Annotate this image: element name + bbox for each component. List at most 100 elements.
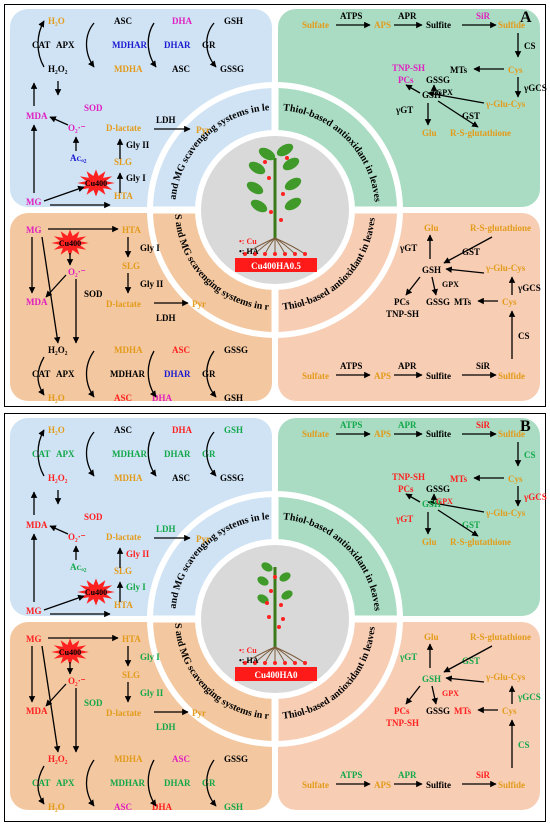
panel-a-root-ros-stress-burst bbox=[51, 229, 89, 257]
panel-b-root-dot bbox=[253, 661, 257, 665]
panel-a-cu-dot bbox=[285, 156, 289, 160]
panel-a-leaf-thiol-mts: MTs bbox=[450, 65, 468, 75]
panel-a-root-ros-asc-2: ASC bbox=[114, 393, 132, 403]
panel-b-root-thiol-rsg: R-S-glutathione bbox=[470, 632, 531, 642]
panel-b-root bbox=[274, 646, 306, 664]
panel-a-root-ros-cat: CAT bbox=[32, 369, 50, 379]
pathway-curved-arrow bbox=[37, 356, 45, 396]
panel-a-leaf-ros-slg: SLG bbox=[114, 157, 132, 167]
pathway-curved-arrow bbox=[37, 765, 45, 805]
panel-a-leaf-ros-dha: DHA bbox=[172, 16, 193, 26]
panel-a-leaf-ros-asc-2: ASC bbox=[172, 64, 190, 74]
panel-a-leaf-thiol-cys: Cys bbox=[508, 65, 523, 75]
panel-b-leaf-ros-mdha: MDHA bbox=[114, 473, 143, 483]
panel-b-leaf-ros-mdhar: MDHAR bbox=[112, 449, 147, 459]
panel-a-root-ros-asc: ASC bbox=[172, 345, 190, 355]
panel-b-leaf-ros-glyii: Gly II bbox=[126, 549, 150, 559]
panel-b-leaf-ros-stress-burst bbox=[77, 578, 115, 606]
panel-b-leaf-ros-dlactate: D-lactate bbox=[106, 532, 141, 542]
panel-a-leaf-thiol-sulfate: Sulfate bbox=[302, 20, 329, 30]
stress-label: Cu400 bbox=[59, 239, 81, 248]
panel-a-leaf-ros-sod: SOD bbox=[84, 103, 103, 113]
panel-b-root-ros-sod: SOD bbox=[84, 698, 103, 708]
panel-b-root-ros-dhar: DHAR bbox=[164, 778, 191, 788]
panel-b-plant-leaf bbox=[281, 590, 293, 600]
stress-label: Cu400 bbox=[85, 179, 107, 188]
panel-b-leaf-ros-mda: MDA bbox=[26, 520, 48, 530]
pathway-arrow bbox=[443, 236, 493, 264]
panel-b-root-ros-asc: ASC bbox=[172, 754, 190, 764]
panel-a-leaf-ros-gr: GR bbox=[202, 40, 216, 50]
panel-b-leaf-thiol-apr: APR bbox=[398, 420, 417, 430]
panel-a-leaf-thiol-gssg: GSSG bbox=[426, 75, 450, 85]
panel-b-leaf-ros-mg: MG bbox=[26, 606, 42, 616]
panel-b-root-dot bbox=[293, 661, 297, 665]
panel-b-leaf-thiol-gpx: GPX bbox=[436, 497, 453, 506]
panel-b-leaf-ros-pyr: Pyr bbox=[196, 534, 210, 544]
pathway-arrow bbox=[43, 594, 85, 611]
panel-b-cu-dot bbox=[281, 617, 285, 621]
pathway-curved-arrow bbox=[85, 759, 95, 807]
pathway-arrow bbox=[405, 276, 421, 296]
panel-a-root-thiol-cs: CS bbox=[518, 331, 530, 341]
panel-b-leaf-ros-apx: APX bbox=[56, 449, 75, 459]
pathway-arrow bbox=[41, 236, 61, 344]
panel-a-root-dot bbox=[303, 252, 307, 256]
panel-b-root-ros-mdha: MDHA bbox=[114, 754, 143, 764]
panel-a-leaf-ros-o2: O₂·⁻ bbox=[68, 123, 86, 133]
panel-a-leaf-ros-glyi: Gly I bbox=[126, 173, 146, 183]
panel-a-root-thiol-sulfide: Sulfide bbox=[498, 371, 525, 381]
panel-b-leaf-ros-h2o: H₂O bbox=[48, 425, 65, 435]
pathway-curved-arrow bbox=[206, 431, 217, 477]
panel-a-leaf-thiol-gpx: GPX bbox=[436, 88, 453, 97]
panel-b-leaf-ros-o2: O₂·⁻ bbox=[68, 532, 86, 542]
panel-a-root-ros-pyr: Pyr bbox=[192, 299, 206, 309]
panel-b-root-ros-gsh: GSH bbox=[224, 802, 243, 812]
pathway-curved-arrow bbox=[206, 22, 217, 68]
panel-b-leaf-thiol-pcs: PCs bbox=[398, 484, 414, 494]
panel-a-cu-dot bbox=[281, 192, 285, 196]
panel-a-plant-leaf bbox=[282, 157, 300, 171]
panel-a-leaf-ros-mdha: MDHA bbox=[114, 64, 143, 74]
panel-b-root-ros-ldh: LDH bbox=[156, 722, 176, 732]
panel-a-leaf-ros-aco2: Aᴄₒ₂ bbox=[70, 153, 87, 163]
panel-a-leaf-ros-dlactate: D-lactate bbox=[106, 123, 141, 133]
panel-b-legend-ha: •: HA bbox=[239, 656, 259, 665]
panel-b-root-thiol-sir: SiR bbox=[476, 770, 491, 780]
panel-a-leaf-thiol-sir: SiR bbox=[476, 11, 491, 21]
panel-a-plant-leaf bbox=[284, 197, 302, 211]
panel-a-leaf-thiol-apr: APR bbox=[398, 11, 417, 21]
panel-b-root-thiol-tnpsh: TNP-SH bbox=[386, 718, 419, 728]
panel-b-root-dot bbox=[283, 661, 287, 665]
pathway-arrow bbox=[431, 276, 438, 296]
panel-a-leaf-thiol-rsg: R-S-glutathione bbox=[450, 128, 511, 138]
pathway-arrow bbox=[431, 685, 438, 705]
panel-a-leaf-thiol-ggt: γGT bbox=[395, 105, 413, 115]
panel-b-leaf-thiol-gst: GST bbox=[462, 520, 480, 530]
panel-a-root-ros-hta: HTA bbox=[122, 225, 141, 235]
panel-b-leaf-ros-dhar: DHAR bbox=[164, 449, 191, 459]
panel-a-cu-dot bbox=[279, 218, 283, 222]
panel-a-root-dot bbox=[243, 252, 247, 256]
panel-a-leaf-thiol-glu: Glu bbox=[422, 128, 437, 138]
panel-a-root bbox=[274, 237, 306, 255]
panel-a-legend-cu: •: Cu bbox=[239, 237, 257, 246]
panel-a-root-dot bbox=[283, 252, 287, 256]
panel-a-cu-dot bbox=[269, 210, 273, 214]
panel-b-root-thiol-sulfite: Sulfite bbox=[426, 780, 451, 790]
panel-a-leaf-ros-gsh: GSH bbox=[224, 16, 243, 26]
panel-a-leaf-thiol-cs: CS bbox=[524, 41, 536, 51]
pathway-arrow bbox=[445, 675, 485, 683]
panel-a-treatment-badge bbox=[235, 258, 317, 272]
panel-a-root-ros-o2: O₂·⁻ bbox=[68, 267, 86, 277]
pathway-arrow bbox=[427, 499, 485, 513]
pathway-arrow bbox=[443, 645, 493, 673]
panel-b-root-thiol-sulfate: Sulfate bbox=[302, 780, 329, 790]
panel-b-root-dot bbox=[263, 661, 267, 665]
panel-b-root-thiol-gst: GST bbox=[462, 656, 480, 666]
panel-a-root-thiol-tnpsh: TNP-SH bbox=[386, 309, 419, 319]
panel-b-leaf-ros-gsh: GSH bbox=[224, 425, 243, 435]
pathway-curved-arrow bbox=[206, 350, 217, 398]
panel-a-root-ros-sod: SOD bbox=[84, 289, 103, 299]
